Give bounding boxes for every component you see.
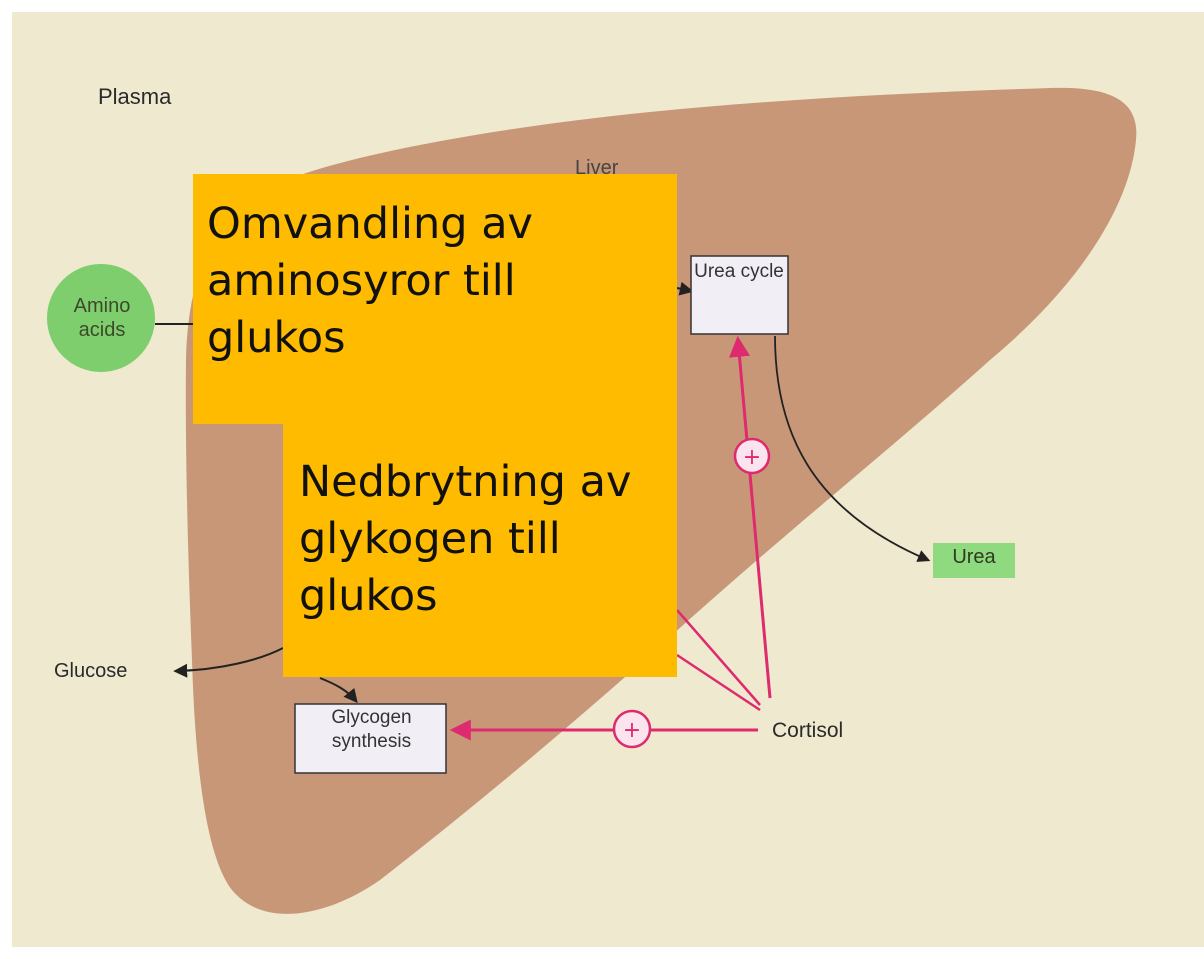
urea-cycle-label: Urea cycle xyxy=(693,260,785,284)
amino-acids-label: Amino acids xyxy=(48,294,156,342)
glycogen-plus-sign: + xyxy=(623,718,641,743)
urea-label: Urea xyxy=(933,546,1015,569)
urea-cycle-plus-sign: + xyxy=(743,445,761,470)
glycogen-synthesis-label: Glycogen synthesis xyxy=(297,706,446,754)
plasma-label: Plasma xyxy=(98,84,171,110)
glucose-label: Glucose xyxy=(54,660,127,683)
glycogen-to-glucose-callout: Nedbrytning av glykogen till glukos xyxy=(283,424,677,677)
cortisol-label: Cortisol xyxy=(772,719,843,743)
amino-to-glucose-callout: Omvandling av aminosyror till glukos xyxy=(193,174,677,424)
